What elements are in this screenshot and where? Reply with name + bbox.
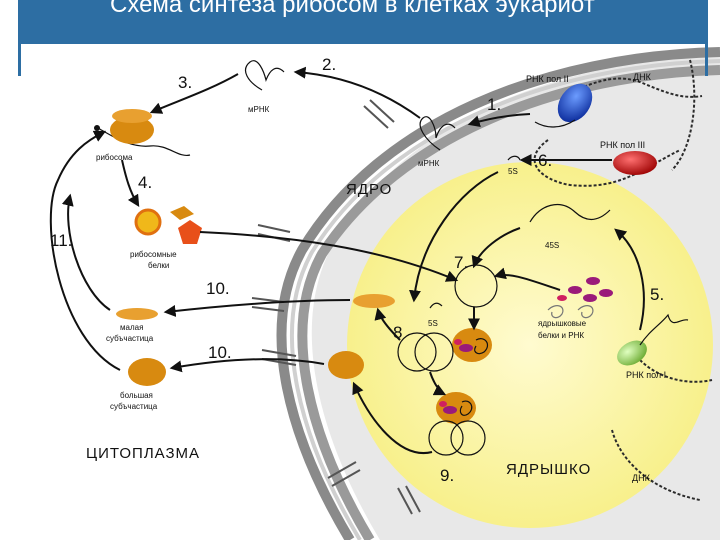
nuclear-pore — [327, 461, 361, 487]
label-rna-pol-2: РНК пол II — [526, 74, 569, 84]
nucleolar-proteins-cluster — [547, 277, 613, 319]
mrna-strand-mid — [419, 116, 456, 151]
label-large-subunit-1: большая — [120, 391, 153, 400]
nuclear-envelope-outer — [276, 47, 720, 540]
label-large-subunit-2: субъчастица — [110, 402, 158, 411]
label-mrna-mid: мРНК — [418, 159, 440, 168]
processing-circle-9 — [428, 420, 464, 456]
dna-strand-right — [671, 59, 696, 171]
ribosomal-protein-yellow — [134, 208, 162, 236]
ribosome-large — [110, 116, 154, 144]
rna-polymerase-2 — [557, 83, 593, 123]
label-45s: 45S — [545, 241, 559, 250]
step-3: 3. — [178, 73, 192, 92]
label-rna-pol-1: РНК пол I — [626, 370, 666, 380]
step-2: 2. — [322, 55, 336, 74]
label-ribosome: рибосома — [96, 153, 133, 162]
step-7: 7. — [454, 253, 468, 272]
label-nucleus: ЯДРО — [346, 181, 392, 198]
small-subunit-nucleus — [353, 294, 395, 308]
label-small-subunit-1: малая — [120, 323, 143, 332]
label-nucleolar-proteins-2: белки и РНК — [538, 331, 584, 340]
step-10-small: 10. — [206, 279, 230, 298]
nucleolus — [347, 162, 713, 528]
step-8: 8 — [393, 323, 402, 342]
label-5s-mid: 5S — [428, 319, 438, 328]
step-11: 11. — [50, 231, 72, 250]
label-ribosomal-proteins-1: рибосомные — [130, 250, 177, 259]
label-dna-bottom: ДНК — [632, 473, 651, 483]
large-subunit-nucleus — [328, 351, 364, 379]
large-subunit-cytoplasm — [128, 358, 166, 386]
slide-title: Схема синтеза рибосом в клетках эукариот — [110, 0, 595, 18]
processing-circle-8 — [397, 332, 437, 372]
title-bar-right-edge — [705, 44, 708, 76]
nuclear-pore — [363, 99, 395, 129]
step-9: 9. — [440, 466, 454, 485]
rna-polymerase-1 — [617, 340, 647, 366]
step-6: 6. — [538, 151, 552, 170]
label-rna-pol-3: РНК пол III — [600, 140, 645, 150]
mrna-on-ribosome — [97, 127, 191, 156]
nuclear-pore — [397, 485, 421, 515]
label-nucleolar-proteins-1: ядрышковые — [538, 319, 587, 328]
ribosome-small — [112, 109, 152, 123]
label-cytoplasm: ЦИТОПЛАЗМА — [86, 445, 200, 462]
dna-strand-top-2 — [565, 77, 703, 98]
label-5s-top: 5S — [508, 167, 518, 176]
rrna-45s — [529, 203, 611, 223]
rna-polymerase-3 — [613, 151, 657, 175]
title-bar: Схема синтеза рибосом в клетках эукариот — [18, 0, 708, 44]
label-dna-top: ДНК — [633, 72, 652, 82]
step-5: 5. — [650, 285, 664, 304]
ribosomal-protein-diamond — [170, 206, 194, 220]
dna-strand-bottom — [611, 429, 701, 501]
step-10-large: 10. — [208, 343, 232, 362]
step-4: 4. — [138, 173, 152, 192]
mrna-strand-top — [245, 60, 285, 91]
label-mrna-top: мРНК — [248, 105, 270, 114]
label-nucleolus: ЯДРЫШКО — [506, 461, 591, 478]
step-1: 1. — [487, 95, 501, 114]
small-subunit-cytoplasm — [116, 308, 158, 320]
dna-strand-pol1 — [639, 359, 713, 383]
title-bar-left-edge — [18, 44, 21, 76]
ribosomal-protein-pentagon — [178, 220, 202, 244]
label-ribosomal-proteins-2: белки — [148, 261, 169, 270]
label-small-subunit-2: субъчастица — [106, 334, 154, 343]
